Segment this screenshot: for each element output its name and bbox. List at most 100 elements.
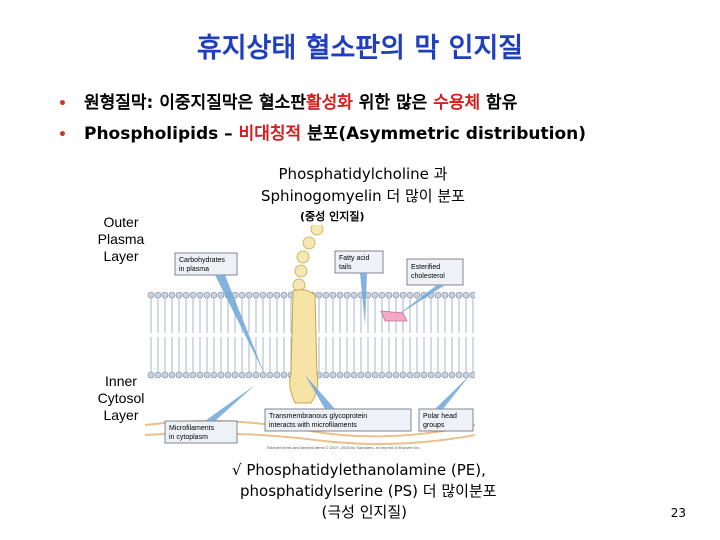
phospholipid-head [238, 291, 246, 299]
phospholipid-head [406, 371, 414, 379]
phospholipid-head [441, 371, 449, 379]
caption-line: Sphinogomyelin 더 많이 분포 [261, 187, 465, 205]
phospholipid-head [350, 291, 358, 299]
caption-line: √ Phosphatidylethanolamine (PE), [232, 461, 486, 479]
phospholipid-head [175, 291, 183, 299]
phospholipid-head [273, 291, 281, 299]
phospholipid-head [203, 291, 211, 299]
phospholipid-head [371, 291, 379, 299]
caption-polar-lipids: √ Phosphatidylethanolamine (PE), phospha… [232, 460, 497, 523]
phospholipid-head [413, 371, 421, 379]
bullet-item: •Phospholipids – 비대칭적 분포(Asymmetric dist… [58, 119, 586, 150]
slide-title: 휴지상태 혈소판의 막 인지질 [196, 33, 524, 64]
svg-text:in plasma: in plasma [179, 266, 209, 273]
outer-layer-label: Outer Plasma Layer [97, 214, 145, 264]
phospholipid-head [273, 371, 281, 379]
membrane-illustration: Carbohydrates in plasma Fatty acid tails… [144, 208, 477, 450]
phospholipid-head [455, 291, 463, 299]
phospholipid-head [434, 371, 442, 379]
phospholipid-head [385, 291, 393, 299]
svg-text:groups: groups [423, 422, 445, 429]
bullet-dot: • [58, 127, 67, 143]
phospholipid-head [189, 291, 197, 299]
caption-line: phosphatidylserine (PS) 더 많이분포 [240, 482, 497, 500]
phospholipid-head [329, 291, 337, 299]
phospholipid-head [385, 371, 393, 379]
membrane-diagram: Carbohydrates in plasma Fatty acid tails… [144, 208, 477, 455]
phospholipid-head [161, 371, 169, 379]
phospholipid-head [147, 291, 155, 299]
phospholipid-head [266, 291, 274, 299]
phospholipid-head [462, 291, 470, 299]
phospholipid-head [462, 371, 470, 379]
phospholipid-head [245, 371, 253, 379]
phospholipid-head [434, 291, 442, 299]
phospholipid-head [217, 291, 225, 299]
phospholipid-head [448, 291, 456, 299]
bullet-text: 분포(Asymmetric distribution) [301, 124, 587, 144]
phospholipid-head [224, 371, 232, 379]
phospholipid-head [343, 371, 351, 379]
phospholipid-head [329, 371, 337, 379]
phospholipid-head [455, 371, 463, 379]
page-number: 23 [670, 506, 686, 520]
phospholipid-head [259, 291, 267, 299]
phospholipid-head [406, 291, 414, 299]
phospholipid-head [392, 371, 400, 379]
phospholipid-head [196, 371, 204, 379]
phospholipid-head [175, 371, 183, 379]
bullet-text: 원형질막: 이중지질막은 혈소판 [84, 93, 306, 113]
svg-text:cholesterol: cholesterol [411, 273, 445, 280]
phospholipid-head [441, 291, 449, 299]
phospholipid-head [371, 371, 379, 379]
phospholipid-head [364, 371, 372, 379]
copyright-note: Elsevier items and derived items © 2007,… [267, 445, 420, 450]
label-glycoprotein: Transmembranous glycoprotein [269, 413, 367, 420]
phospholipid-head [259, 371, 267, 379]
phospholipid-head [266, 371, 274, 379]
phospholipid-head [182, 291, 190, 299]
caption-line: (극성 인지질) [321, 503, 408, 521]
phospholipid-head [469, 291, 477, 299]
phospholipid-head [189, 371, 197, 379]
phospholipid-head [392, 291, 400, 299]
phospholipid-head [210, 371, 218, 379]
phospholipid-head [378, 371, 386, 379]
phospholipid-head [280, 371, 288, 379]
label-esterified: Esterified [411, 264, 440, 271]
phospholipid-head [161, 291, 169, 299]
label-fatty-acid: Fatty acid [339, 255, 369, 262]
phospholipid-head [399, 291, 407, 299]
label-polar-head: Polar head [423, 413, 457, 420]
phospholipid-head [448, 371, 456, 379]
phospholipid-head [420, 371, 428, 379]
phospholipid-head [168, 371, 176, 379]
phospholipid-head [231, 371, 239, 379]
phospholipid-head [343, 291, 351, 299]
phospholipid-head [168, 291, 176, 299]
phospholipid-head [154, 291, 162, 299]
caption-line: Phosphatidylcholine 과 [278, 165, 448, 183]
phospholipid-head [210, 291, 218, 299]
bullet-highlight: 비대칭적 [238, 124, 302, 144]
bullet-item: •원형질막: 이중지질막은 혈소판활성화 위한 많은 수용체 함유 [58, 88, 586, 119]
phospholipid-head [147, 371, 155, 379]
phospholipid-head [336, 371, 344, 379]
svg-text:interacts with microfilaments: interacts with microfilaments [269, 422, 357, 429]
phospholipid-head [413, 291, 421, 299]
bullet-highlight: 수용체 [433, 93, 481, 113]
phospholipid-head [196, 291, 204, 299]
phospholipid-head [350, 371, 358, 379]
phospholipid-head [322, 371, 330, 379]
bullet-dot: • [58, 96, 67, 112]
phospholipid-head [252, 291, 260, 299]
phospholipid-head [357, 371, 365, 379]
caption-neutral-lipids: Phosphatidylcholine 과 Sphinogomyelin 더 많… [228, 163, 498, 207]
phospholipid-head [315, 291, 323, 299]
label-carbohydrates: Carbohydrates [179, 257, 225, 264]
phospholipid-head [399, 371, 407, 379]
phospholipid-head [217, 371, 225, 379]
phospholipid-head [238, 371, 246, 379]
phospholipid-head [154, 371, 162, 379]
inner-layer-label: Inner Cytosol Layer [97, 373, 145, 423]
